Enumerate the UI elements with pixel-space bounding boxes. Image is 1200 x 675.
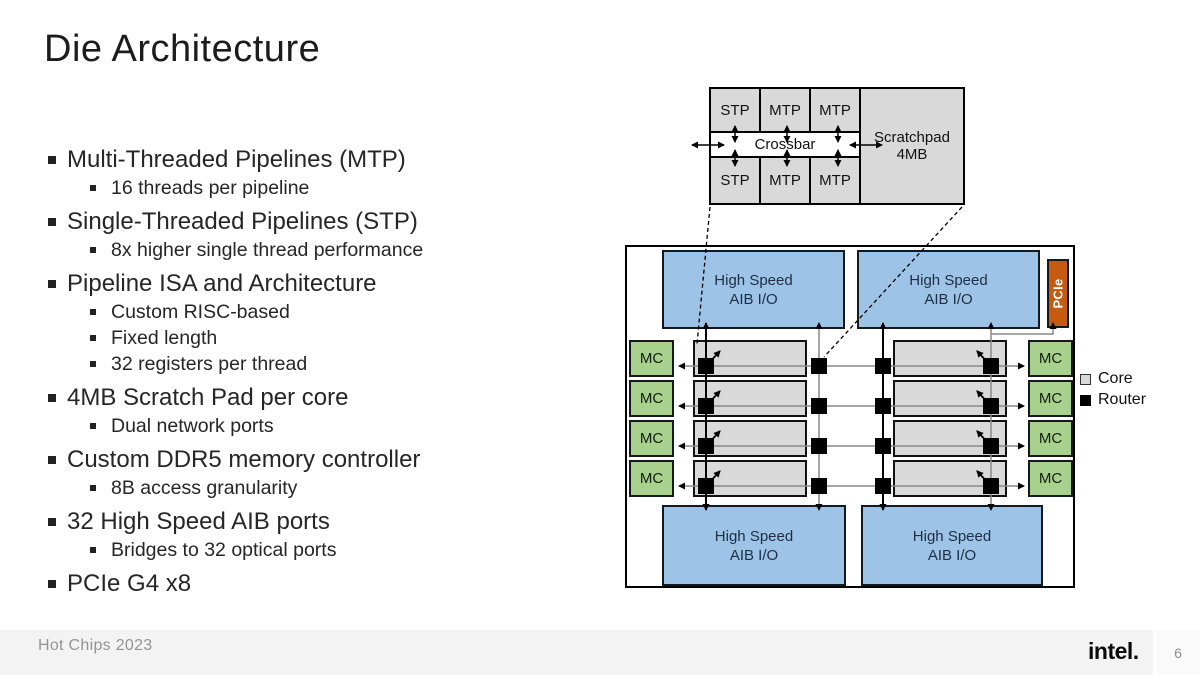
core-block [893, 460, 1007, 497]
core-block [893, 380, 1007, 417]
legend-router: Router [1080, 391, 1146, 409]
core-block [693, 420, 807, 457]
scratchpad-block: Scratchpad 4MB [859, 87, 965, 205]
pipeline-cell-mtp: MTP [809, 87, 861, 133]
list-item: Custom DDR5 memory controller [38, 445, 613, 475]
core-block [893, 420, 1007, 457]
bullet-square-icon [90, 185, 96, 191]
bullet-square-icon [48, 218, 56, 226]
bullet-list: Multi-Threaded Pipelines (MTP) 16 thread… [38, 139, 613, 599]
core-block [693, 460, 807, 497]
list-item: Custom RISC-based [38, 299, 613, 325]
bullet-square-icon [90, 309, 96, 315]
core-swatch-icon [1080, 373, 1091, 385]
legend-core: Core [1080, 370, 1133, 388]
bullet-square-icon [90, 423, 96, 429]
crossbar-block: Crossbar [709, 131, 861, 158]
list-item: PCIe G4 x8 [38, 569, 613, 599]
core-block [693, 380, 807, 417]
list-item: 4MB Scratch Pad per core [38, 383, 613, 413]
list-item: 8x higher single thread performance [38, 237, 613, 263]
pipeline-cell-mtp: MTP [809, 156, 861, 205]
pipeline-cell-stp: STP [709, 87, 761, 133]
core-detail-diagram: STP MTP MTP Scratchpad 4MB Crossbar STP … [709, 87, 965, 205]
footer-text: Hot Chips 2023 [38, 637, 153, 654]
mc-block: MC [629, 340, 674, 377]
core-block [893, 340, 1007, 377]
list-item: Pipeline ISA and Architecture [38, 269, 613, 299]
mc-block: MC [629, 460, 674, 497]
pipeline-cell-stp: STP [709, 156, 761, 205]
mc-block: MC [1028, 340, 1073, 377]
list-item: Bridges to 32 optical ports [38, 537, 613, 563]
bullet-square-icon [90, 247, 96, 253]
bullet-square-icon [90, 547, 96, 553]
list-item: Multi-Threaded Pipelines (MTP) [38, 145, 613, 175]
bullet-square-icon [48, 580, 56, 588]
list-item: 32 registers per thread [38, 351, 613, 377]
footer-band [0, 630, 1153, 675]
list-item: Single-Threaded Pipelines (STP) [38, 207, 613, 237]
bullet-square-icon [48, 518, 56, 526]
mc-block: MC [629, 420, 674, 457]
pcie-block: PCIe [1047, 259, 1069, 328]
router-swatch-icon [1080, 394, 1091, 406]
page-title: Die Architecture [44, 28, 321, 70]
list-item: 32 High Speed AIB ports [38, 507, 613, 537]
mc-block: MC [629, 380, 674, 417]
bullet-square-icon [48, 156, 56, 164]
list-item: 8B access granularity [38, 475, 613, 501]
list-item: 16 threads per pipeline [38, 175, 613, 201]
list-item: Fixed length [38, 325, 613, 351]
bullet-square-icon [48, 394, 56, 402]
page-number: 6 [1156, 630, 1200, 675]
mc-block: MC [1028, 420, 1073, 457]
mc-block: MC [1028, 460, 1073, 497]
list-item: Dual network ports [38, 413, 613, 439]
bullet-square-icon [90, 335, 96, 341]
bullet-square-icon [90, 361, 96, 367]
bullet-square-icon [48, 456, 56, 464]
bullet-square-icon [48, 280, 56, 288]
die-diagram-panel: STP MTP MTP Scratchpad 4MB Crossbar STP … [600, 80, 1200, 628]
core-block [693, 340, 807, 377]
bullet-square-icon [90, 485, 96, 491]
pipeline-cell-mtp: MTP [759, 156, 811, 205]
intel-logo: intel. [1088, 638, 1139, 664]
mc-block: MC [1028, 380, 1073, 417]
pipeline-cell-mtp: MTP [759, 87, 811, 133]
